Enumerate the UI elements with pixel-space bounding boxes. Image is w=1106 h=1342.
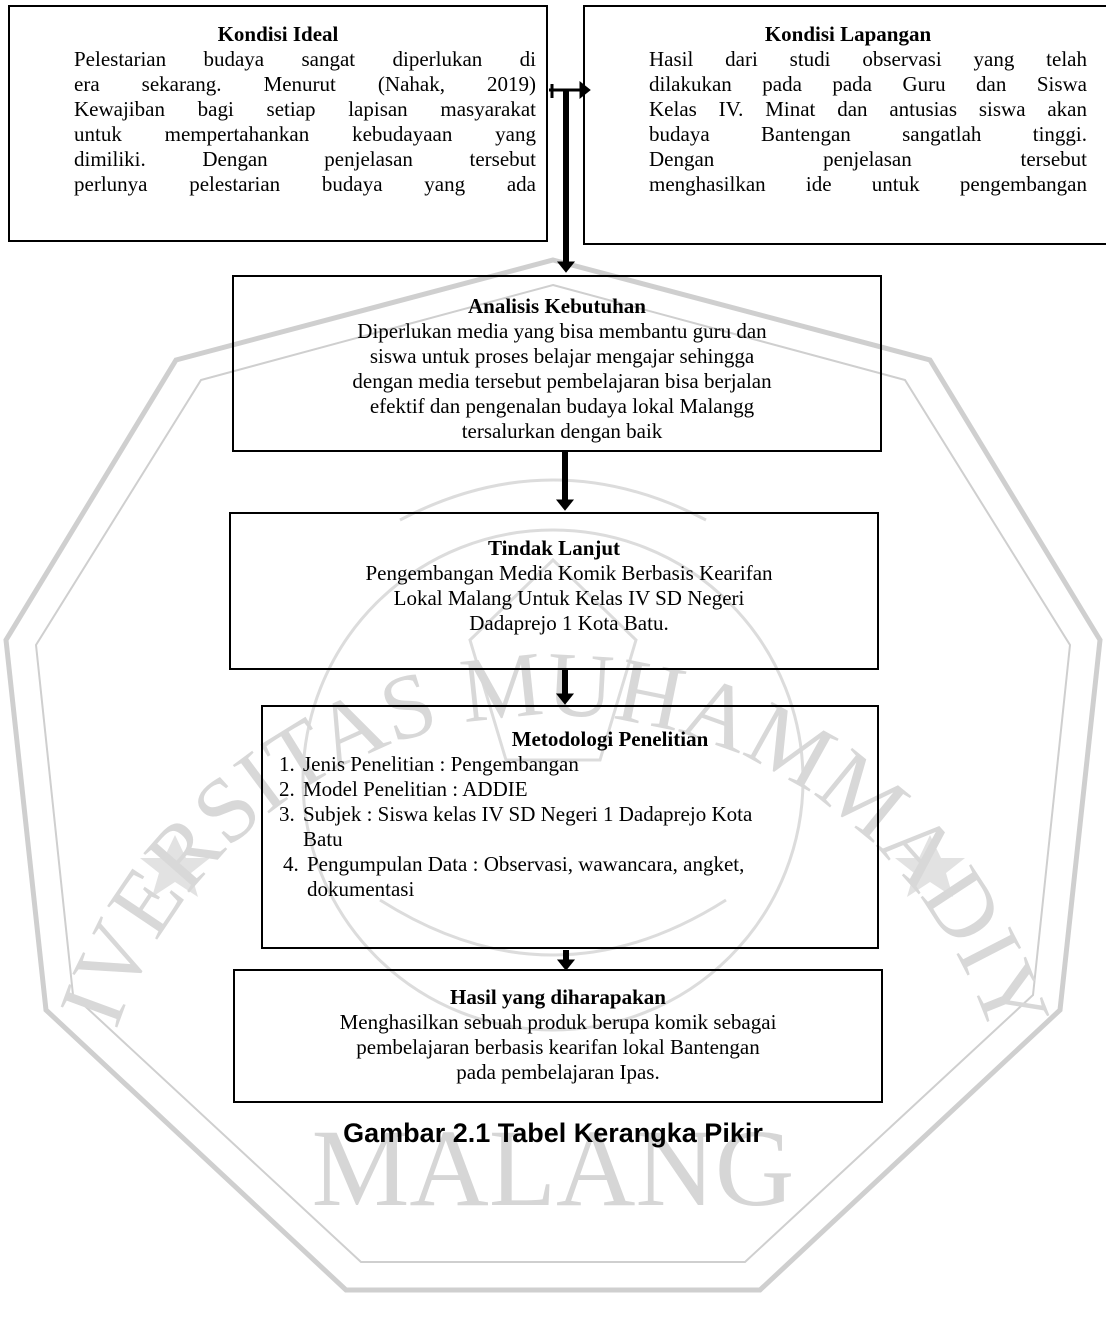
kondisi-lapangan-title: Kondisi Lapangan [764,22,932,46]
metodologi-item-cont-text: Batu [303,827,343,851]
kondisi-ideal-title: Kondisi Ideal [217,22,339,46]
metodologi-box: Metodologi Penelitian 1. Jenis Penelitian… [261,705,879,949]
metodologi-item-num: 2. [279,777,295,801]
kondisi-ideal-line: Pelestarian budaya sangat diperlukan di [74,47,536,71]
metodologi-item-num: 4. [283,852,299,876]
tindak-lanjut-line: Pengembangan Media Komik Berbasis Kearif… [365,561,773,585]
hasil-line: pada pembelajaran Ipas. [456,1060,660,1084]
hasil-line: pembelajaran berbasis kearifan lokal Ban… [356,1035,760,1059]
kondisi-ideal-box: Kondisi Ideal Pelestarian budaya sangat … [8,5,548,242]
arrowhead-down-2 [555,499,575,511]
kondisi-lapangan-line: budaya Bantengan sangatlah tinggi. [649,122,1087,146]
kondisi-ideal-line: Kewajiban bagi setiap lapisan masyarakat [74,97,536,121]
metodologi-item-text: Subjek : Siswa kelas IV SD Negeri 1 Dada… [303,802,753,826]
kondisi-lapangan-line: dilakukan pada pada Guru dan Siswa [649,72,1087,96]
kondisi-ideal-line: perlunya pelestarian budaya yang ada [74,172,536,196]
metodologi-item-text: Pengumpulan Data : Observasi, wawancara,… [307,852,745,876]
metodologi-item: 1. Jenis Penelitian : Pengembangan [279,752,877,777]
analisis-kebutuhan-line: tersalurkan dengan baik [461,419,663,443]
metodologi-item: 2. Model Penelitian : ADDIE [279,777,877,802]
kondisi-lapangan-line: Dengan penjelasan tersebut [649,147,1087,171]
hasil-title: Hasil yang diharapakan [450,985,666,1009]
metodologi-item-num: 3. [279,802,295,826]
hasil-line: Menghasilkan sebuah produk berupa komik … [339,1010,777,1034]
kondisi-lapangan-box: Kondisi Lapangan Hasil dari studi observ… [583,5,1106,245]
arrowhead-down-1 [556,261,576,273]
metodologi-item-num: 1. [279,752,295,776]
tindak-lanjut-box: Tindak Lanjut Pengembangan Media Komik B… [229,512,879,670]
arrowhead-right [579,80,591,100]
tindak-lanjut-title: Tindak Lanjut [487,536,621,560]
metodologi-title: Metodologi Penelitian [511,727,709,751]
analisis-kebutuhan-line: siswa untuk proses belajar mengajar sehi… [369,344,755,368]
metodologi-item: 4. Pengumpulan Data : Observasi, wawancar… [279,852,877,877]
metodologi-item-text: Model Penelitian : ADDIE [303,777,528,801]
kondisi-lapangan-line: Hasil dari studi observasi yang telah [649,47,1087,71]
metodologi-item-text: Jenis Penelitian : Pengembangan [303,752,579,776]
analisis-kebutuhan-box: Analisis Kebutuhan Diperlukan media yang… [232,275,882,452]
analisis-kebutuhan-line: Diperlukan media yang bisa membantu guru… [357,319,767,343]
kondisi-ideal-line: era sekarang. Menurut (Nahak, 2019) [74,72,536,96]
tindak-lanjut-line: Dadaprejo 1 Kota Batu. [469,611,669,635]
metodologi-item-cont-text: dokumentasi [307,877,415,901]
analisis-kebutuhan-line: dengan media tersebut pembelajaran bisa … [352,369,772,393]
figure-caption: Gambar 2.1 Tabel Kerangka Pikir [343,1118,763,1148]
kondisi-ideal-line: untuk mempertahankan kebudayaan yang [74,122,536,146]
arrowhead-down-3 [555,693,575,705]
metodologi-item: 3. Subjek : Siswa kelas IV SD Negeri 1 Da… [279,802,877,827]
metodologi-item-cont: Batu [279,827,877,852]
kondisi-lapangan-line: Kelas IV. Minat dan antusias siswa akan [649,97,1087,121]
metodologi-item-cont: dokumentasi [279,877,877,902]
kondisi-ideal-line: dimiliki. Dengan penjelasan tersebut [74,147,536,171]
tindak-lanjut-line: Lokal Malang Untuk Kelas IV SD Negeri [393,586,745,610]
kondisi-lapangan-line: menghasilkan ide untuk pengembangan [649,172,1087,196]
analisis-kebutuhan-title: Analisis Kebutuhan [468,294,646,318]
arrowhead-down-4 [556,959,576,971]
analisis-kebutuhan-line: efektif dan pengenalan budaya lokal Mala… [369,394,755,418]
hasil-box: Hasil yang diharapakan Menghasilkan sebu… [233,969,883,1103]
